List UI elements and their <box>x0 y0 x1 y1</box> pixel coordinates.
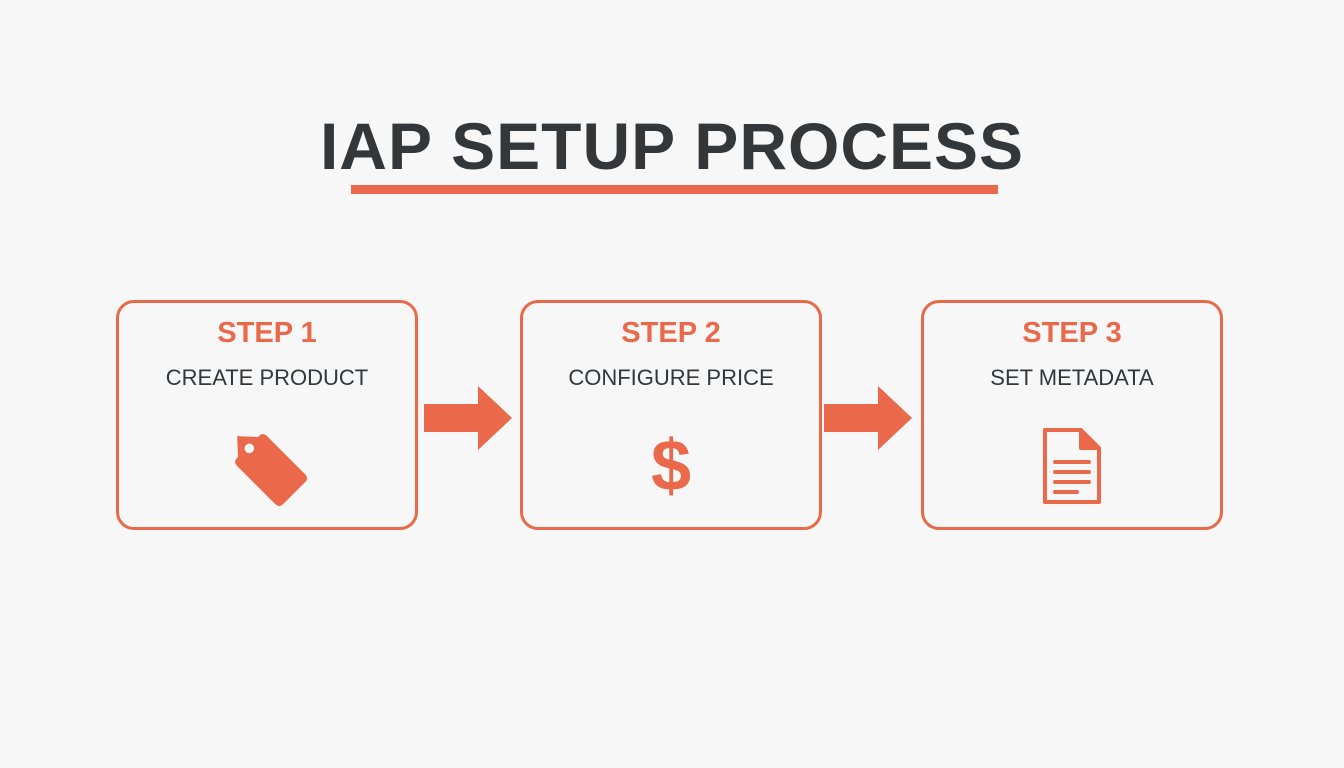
step-2-number: STEP 2 <box>621 317 721 349</box>
step-3-box: STEP 3 SET METADATA <box>921 300 1223 530</box>
step-1-box: STEP 1 CREATE PRODUCT <box>116 300 418 530</box>
dollar-sign-glyph: $ <box>650 426 692 506</box>
document-icon <box>924 421 1220 511</box>
step-1-label: CREATE PRODUCT <box>165 365 369 390</box>
step-3-label: SET METADATA <box>990 365 1154 390</box>
diagram-title: IAP SETUP PROCESS <box>319 109 1025 183</box>
arrow-right-icon <box>824 386 912 450</box>
step-3-number: STEP 3 <box>1022 317 1122 349</box>
step-1-number: STEP 1 <box>217 317 317 349</box>
arrow-right-icon <box>424 386 512 450</box>
dollar-sign-icon: $ <box>523 421 819 511</box>
step-2-box: STEP 2 CONFIGURE PRICE $ <box>520 300 822 530</box>
price-tag-icon <box>119 421 415 511</box>
step-2-label: CONFIGURE PRICE <box>568 365 774 390</box>
title-underline <box>351 185 998 194</box>
